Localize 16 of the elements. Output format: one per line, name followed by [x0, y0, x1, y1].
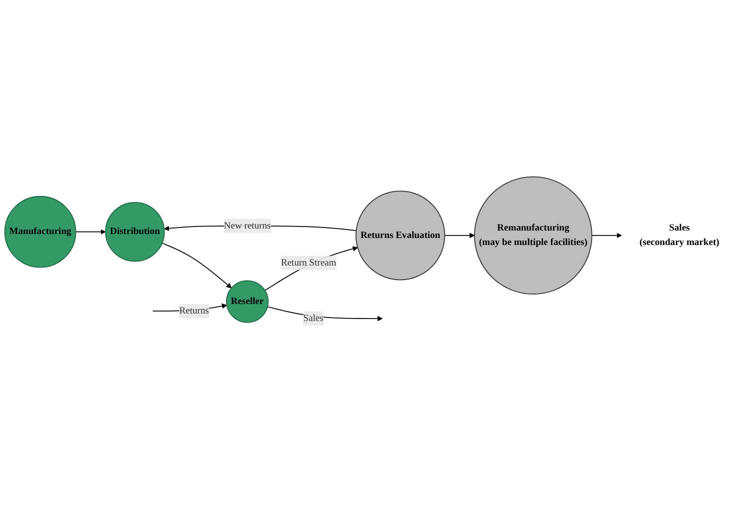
node-circle: Reseller — [226, 280, 269, 324]
arrow — [267, 306, 383, 322]
node-circle: Manufacturing — [4, 196, 76, 268]
node-text: Sales (secondary market) — [640, 223, 720, 248]
node-circle: Remanufacturing (may be multiple facilities) — [474, 176, 592, 295]
node-circle: Returns Evaluation — [356, 190, 446, 281]
arrow — [75, 230, 106, 235]
arrow — [444, 233, 475, 238]
edge-label: Returns — [179, 306, 209, 316]
node-circle: Distribution — [105, 202, 165, 262]
arrow — [264, 246, 358, 292]
edge-label: New returns — [224, 220, 271, 232]
arrow — [162, 243, 232, 289]
edge-label: Sales — [303, 314, 324, 324]
arrow — [591, 233, 622, 238]
edge-label: Return Stream — [280, 258, 336, 268]
